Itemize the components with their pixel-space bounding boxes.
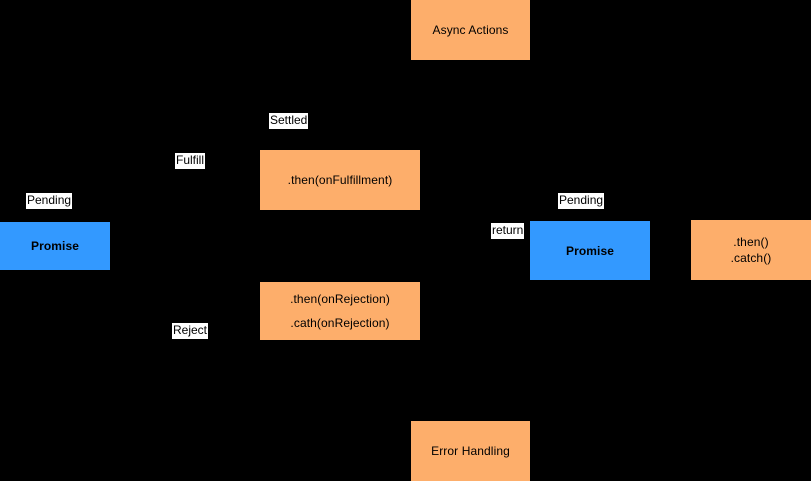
- node-promise-right[interactable]: Promise: [530, 221, 650, 280]
- node-promise-right-label: Promise: [565, 243, 615, 258]
- edge-label-fulfill: Fulfill: [175, 153, 206, 169]
- edge-label-pending-left: Pending: [26, 193, 73, 209]
- node-then-catch-on-rejection[interactable]: .then(onRejection) .cath(onRejection): [260, 282, 420, 340]
- node-cath-on-rejection-label: .cath(onRejection): [290, 316, 390, 330]
- node-error-handling-label: Error Handling: [431, 444, 510, 458]
- edge-label-reject: Reject: [172, 323, 209, 339]
- node-then-on-rejection-label: .then(onRejection): [290, 292, 390, 306]
- node-async-actions[interactable]: Async Actions: [411, 0, 530, 60]
- edge-promise-to-rejection: [110, 245, 260, 312]
- edge-label-settled: Settled: [269, 113, 309, 129]
- node-then-chain-label: .then(): [733, 235, 769, 249]
- node-then-on-fulfillment-label: .then(onFulfillment): [287, 173, 393, 187]
- edge-promise-to-fulfillment: [110, 179, 260, 247]
- node-then-catch-chain[interactable]: .then() .catch(): [691, 220, 811, 280]
- node-error-handling[interactable]: Error Handling: [411, 421, 530, 481]
- edge-to-promise-right: [420, 179, 530, 251]
- node-catch-chain-label: .catch(): [730, 251, 772, 265]
- node-promise-left-label: Promise: [30, 239, 80, 253]
- edge-label-return: return: [491, 223, 525, 239]
- node-promise-left[interactable]: Promise: [0, 222, 110, 270]
- node-async-actions-label: Async Actions: [432, 23, 509, 37]
- node-then-on-fulfillment[interactable]: .then(onFulfillment): [260, 150, 420, 210]
- edge-label-pending-right: Pending: [558, 193, 605, 209]
